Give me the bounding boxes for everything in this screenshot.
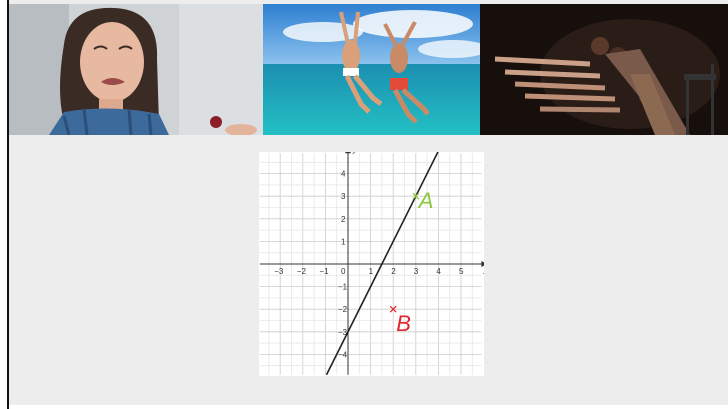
x-tick-label: 5 [459,267,464,276]
slide-canvas: x y 0 −3 −2 −1 1 2 3 4 5 4 3 2 1 −1 −2 −3 −4 A B [9,0,728,409]
linear-function-line [325,152,439,376]
coordinate-graph: x y 0 −3 −2 −1 1 2 3 4 5 4 3 2 1 −1 −2 −3 −4 A B [259,152,484,376]
point-a-marker [412,192,420,200]
y-axis-arrow [345,152,351,154]
x-tick-label: 2 [391,267,396,276]
y-tick-label: 4 [341,170,346,179]
x-tick-label: −3 [274,267,284,276]
window-edge [7,0,9,409]
x-tick-label: 1 [369,267,374,276]
crying-woman-photo [9,4,263,135]
y-tick-label: −3 [338,328,348,337]
tick-labels: −3 −2 −1 1 2 3 4 5 4 3 2 1 −1 −2 −3 −4 [274,170,464,360]
point-b: B [389,305,411,336]
x-tick-label: 3 [414,267,419,276]
x-tick-label: −2 [297,267,307,276]
point-b-label: B [396,311,411,336]
y-tick-label: 2 [341,215,346,224]
cliff-jumping-photo [263,4,480,135]
point-a: A [412,188,434,213]
y-tick-label: 3 [341,192,346,201]
graph-plot: x y 0 −3 −2 −1 1 2 3 4 5 4 3 2 1 −1 −2 −3 −4 A B [259,152,484,376]
point-a-label: A [417,188,434,213]
point-b-marker [389,305,397,313]
x-tick-label: 4 [436,267,441,276]
origin-label: 0 [341,267,346,276]
axes: x y 0 [259,152,484,375]
x-tick-label: −1 [319,267,329,276]
y-tick-label: −1 [338,283,348,292]
slide-bottom-edge [9,405,728,409]
x-axis-arrow [481,261,484,267]
dancers-reaching-photo [480,4,728,135]
x-axis-label: x [482,266,484,276]
y-tick-label: 1 [341,237,346,246]
y-axis-label: y [352,152,358,153]
y-tick-label: −4 [338,350,348,359]
window-margin [0,0,8,409]
y-tick-label: −2 [338,305,348,314]
